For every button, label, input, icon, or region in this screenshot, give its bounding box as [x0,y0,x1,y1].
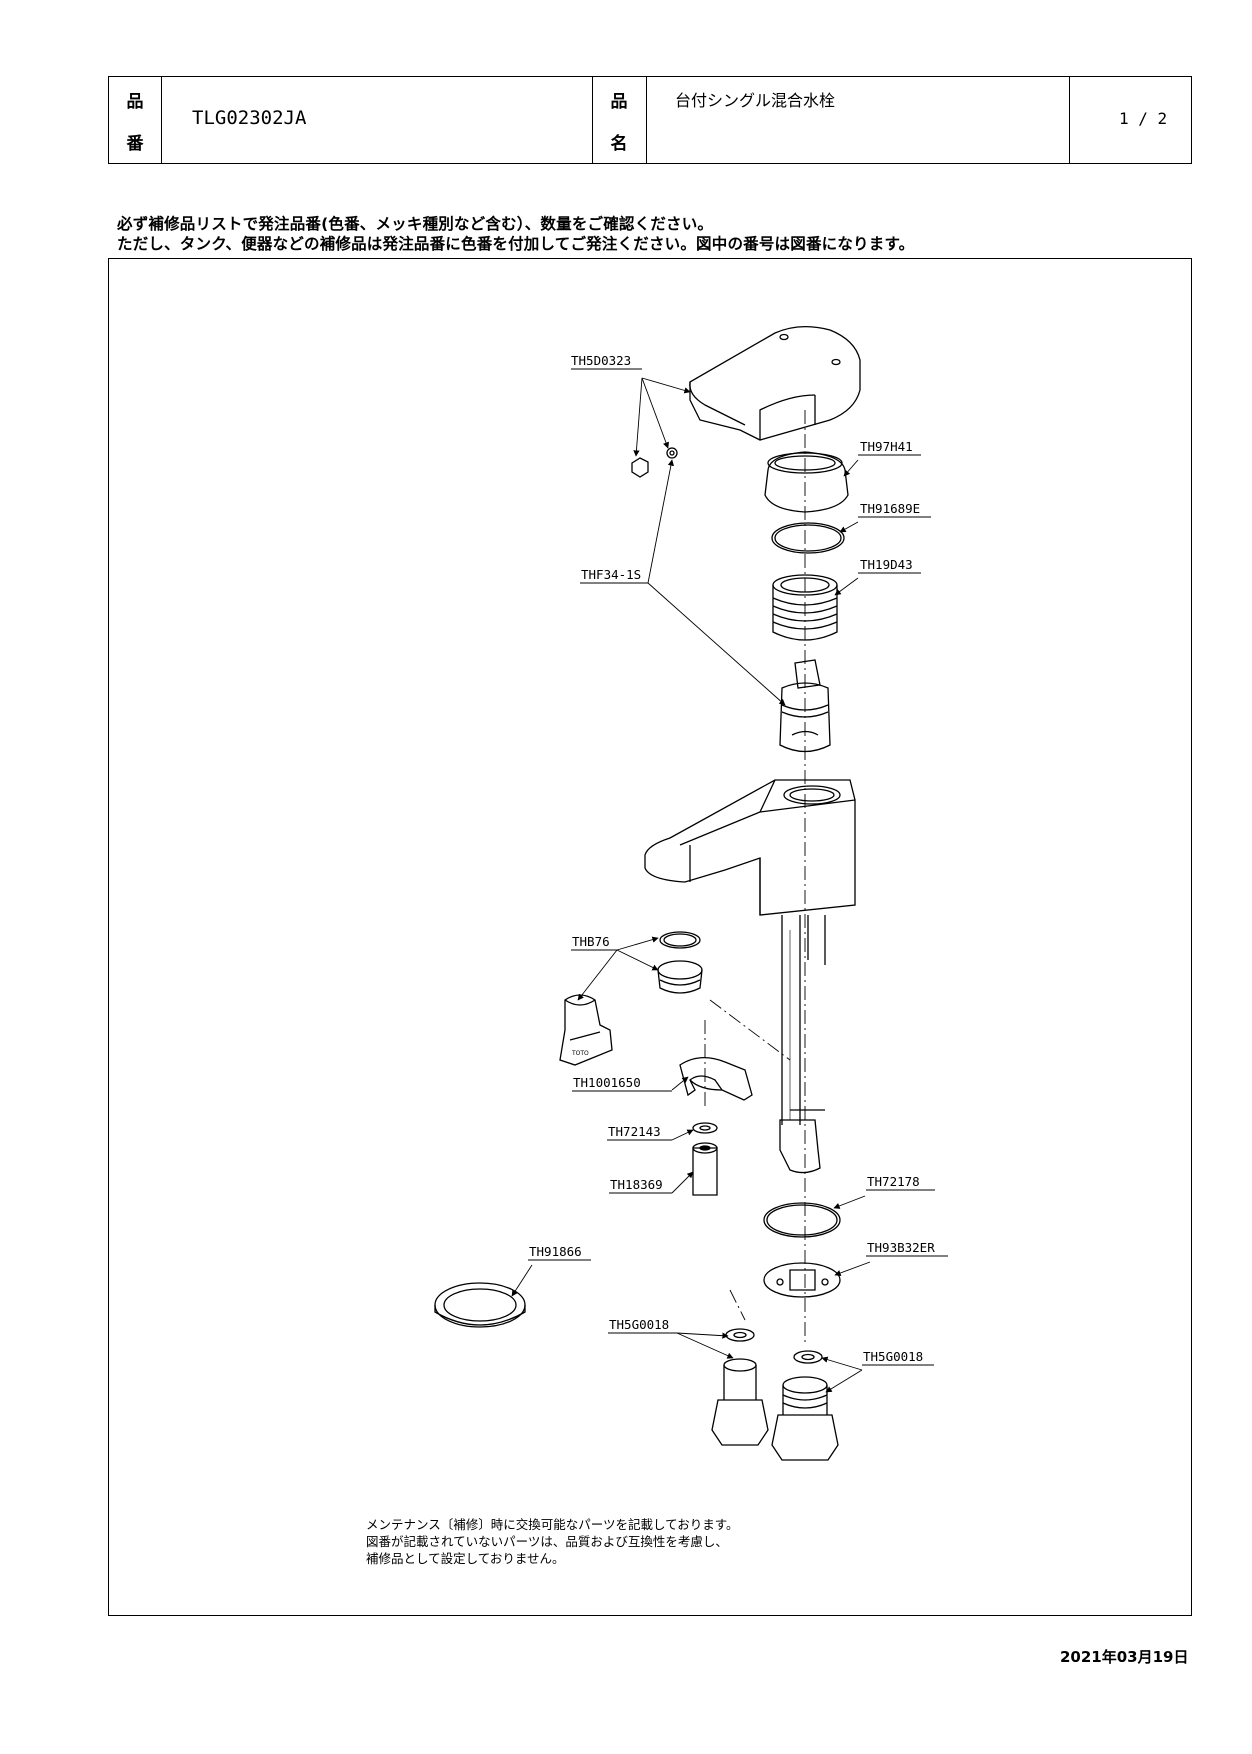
header-divider [592,77,593,163]
label-th93b32er: TH93B32ER [867,1240,935,1255]
part-no-label-top: 品 [126,92,144,112]
connector-washer [725,1328,755,1342]
part-no-label-bottom: 番 [126,134,144,154]
footnote-line-1: メンテナンス〔補修〕時に交換可能なパーツを記載しております。 [366,1517,739,1532]
notice-line-2: ただし、タンク、便器などの補修品は発注品番に色番を付加してご発注ください。図中の… [117,235,915,253]
aerator [657,960,703,994]
product-name: 台付シングル混合水栓 [675,91,836,110]
cap-ring [764,451,849,513]
label-th91866: TH91866 [529,1244,582,1259]
notice-line-1: 必ず補修品リストで発注品番(色番、メッキ種別など含む）、数量をご確認ください。 [117,215,714,233]
supply-connector [771,1376,839,1461]
o-ring [771,522,845,554]
label-th97h41: TH97H41 [860,439,913,454]
label-th5d0323: TH5D0323 [571,353,631,368]
leader-lines [511,368,948,1393]
header-divider [161,77,162,163]
drawing-frame [108,258,1192,1616]
header-table: 品 番 TLG02302JA 品 名 台付シングル混合水栓 1 / 2 [108,76,1192,164]
supply-connector [711,1358,769,1446]
threaded-nut [772,574,838,641]
label-thf34-1s: THF34-1S [581,567,641,582]
label-th19d43: TH19D43 [860,557,913,572]
name-label-bottom: 名 [610,134,628,154]
base-plate [763,1262,841,1298]
faucet-body [644,779,856,916]
label-th5g0018-a: TH5G0018 [609,1317,669,1332]
footnote-line-3: 補修品として設定しておりません。 [366,1551,565,1566]
base-o-ring [763,1202,841,1238]
page-number: 1 / 2 [1119,109,1168,128]
aerator-wrench: TOTO [559,994,613,1066]
supply-hoses [779,915,826,1174]
label-th1001650: TH1001650 [573,1075,641,1090]
label-th91689e: TH91689E [860,501,920,516]
lever-handle [689,326,861,441]
label-th5g0018-b: TH5G0018 [863,1349,923,1364]
issue-date: 2021年03月19日 [1060,1648,1189,1666]
label-th72143: TH72143 [608,1124,661,1139]
label-th18369: TH18369 [610,1177,663,1192]
stud-nut [692,1142,718,1196]
set-screw [631,447,678,478]
part-number: TLG02302JA [192,107,307,129]
header-divider [646,77,647,163]
connector-washer [793,1350,823,1364]
label-thb76: THB76 [572,934,610,949]
mounting-clamp [679,1057,753,1101]
label-th72178: TH72178 [867,1174,920,1189]
svg-text:TOTO: TOTO [571,1050,589,1057]
name-label-top: 品 [610,92,628,112]
aerator-ring [659,931,701,949]
cartridge [779,659,831,753]
washer [692,1122,718,1134]
header-divider [1069,77,1070,163]
footnote-line-2: 図番が記載されていないパーツは、品質および互換性を考慮し、 [366,1534,728,1549]
